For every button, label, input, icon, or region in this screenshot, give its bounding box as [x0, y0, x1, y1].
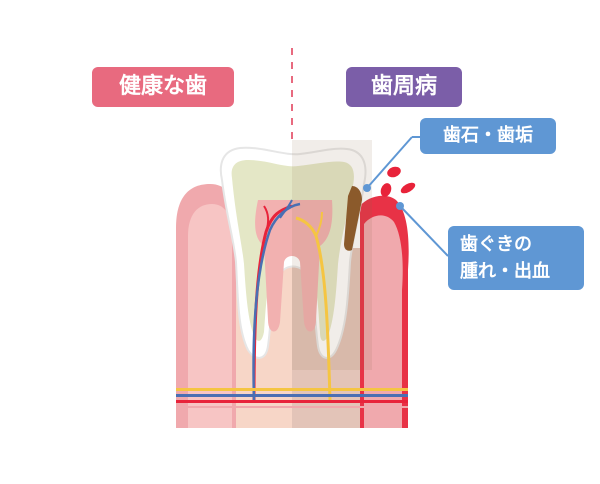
artery-branch — [263, 205, 270, 233]
healthy-tooth-label: 健康な歯 — [92, 67, 234, 107]
nerve-branch — [315, 211, 323, 237]
tartar-plaque-label: 歯石・歯垢 — [420, 118, 556, 154]
blood-drop — [400, 182, 416, 194]
gum-label-line1: 歯ぐきの — [460, 234, 532, 255]
gum-pointer-line — [399, 205, 449, 257]
tissue-band — [176, 406, 408, 408]
tartar-pointer-line — [366, 136, 413, 189]
gum-swelling-label: 歯ぐきの 腫れ・出血 — [448, 226, 584, 290]
periodontal-shade — [292, 140, 372, 370]
artery-band — [176, 400, 408, 403]
blood-drop — [387, 166, 401, 178]
gum-inflamed-inner — [364, 215, 403, 428]
tartar-pointer-dot — [363, 184, 371, 192]
vein-branch — [279, 199, 293, 219]
periodontal-label: 歯周病 — [346, 67, 462, 107]
blood-drop — [380, 183, 392, 197]
nerve-band — [176, 388, 408, 391]
tartar-deposit — [344, 186, 362, 251]
gum-label-line2: 腫れ・出血 — [460, 261, 550, 282]
gum-pointer-dot — [396, 202, 404, 210]
gum-healthy-inner — [188, 204, 232, 428]
nerve — [295, 216, 332, 401]
vein-band — [176, 394, 408, 397]
